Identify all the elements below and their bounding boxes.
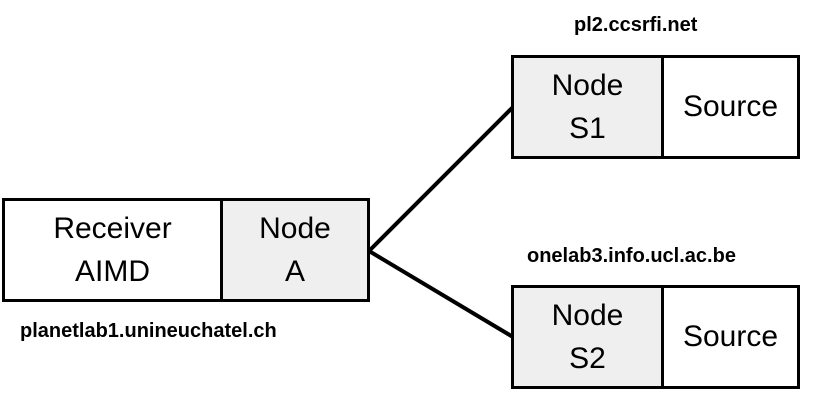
node-a-line1: Node xyxy=(259,211,331,245)
receiver-role-line2: AIMD xyxy=(75,255,150,288)
source2-role-cell: Source xyxy=(664,288,797,386)
node-s1-cell: Node S1 xyxy=(514,58,661,156)
receiver-box: Receiver AIMD Node A xyxy=(2,198,370,302)
source2-box: Node S2 Source xyxy=(511,285,800,389)
source2-role: Source xyxy=(682,320,779,354)
source2-divider xyxy=(661,288,664,386)
receiver-role-line1: Receiver xyxy=(53,211,172,245)
source1-hostname: pl2.ccsrfi.net xyxy=(574,14,698,36)
source1-box: Node S1 Source xyxy=(511,55,800,159)
source1-role: Source xyxy=(682,90,779,124)
node-s1-line2: S1 xyxy=(569,112,606,145)
source1-role-cell: Source xyxy=(664,58,797,156)
source1-divider xyxy=(661,58,664,156)
source2-hostname: onelab3.info.ucl.ac.be xyxy=(527,245,736,267)
node-a-line2: A xyxy=(284,255,305,288)
receiver-hostname: planetlab1.unineuchatel.ch xyxy=(20,320,277,342)
node-s2-cell: Node S2 xyxy=(514,288,661,386)
link-a-to-s1 xyxy=(367,105,515,253)
receiver-divider xyxy=(220,201,223,299)
node-s2-line1: Node xyxy=(551,298,624,332)
node-a-cell: Node A xyxy=(223,201,367,299)
link-a-to-s2 xyxy=(367,249,515,339)
node-s1-line1: Node xyxy=(551,68,624,102)
receiver-role-cell: Receiver AIMD xyxy=(5,201,220,299)
node-s2-line2: S2 xyxy=(569,342,606,375)
